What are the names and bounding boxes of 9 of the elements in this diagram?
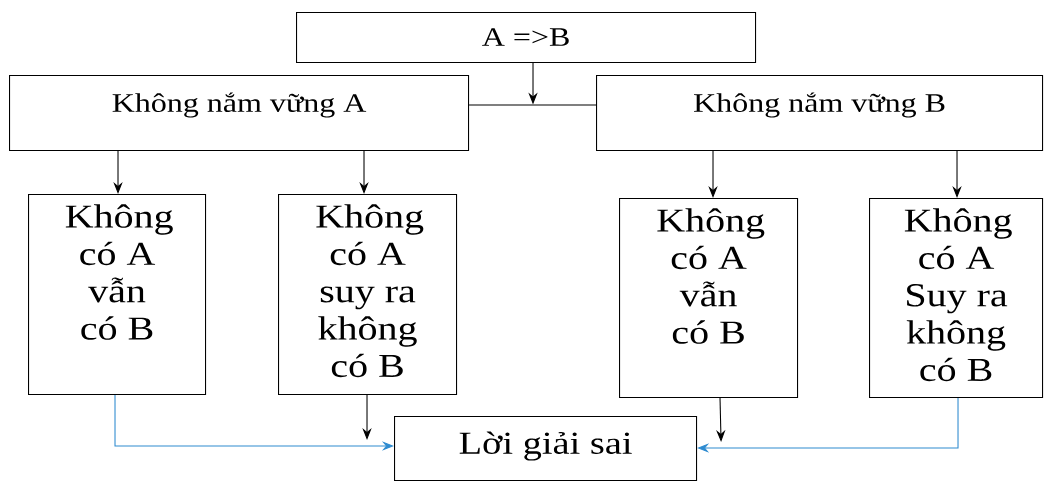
process-box: Lời giải sai	[394, 416, 698, 482]
text-box: Không có A vẫn có B	[619, 198, 799, 399]
arrow	[716, 397, 726, 442]
process-box: Không nắm vững B	[596, 75, 1044, 152]
text-box: Không có A suy ra không có B	[278, 194, 458, 396]
text-box: Không có A vẫn có B	[28, 194, 207, 396]
process-box: Không nắm vững A	[9, 75, 470, 152]
process-box: A =>B	[296, 12, 757, 64]
text-box: Không có A Suy ra không có B	[869, 198, 1044, 399]
